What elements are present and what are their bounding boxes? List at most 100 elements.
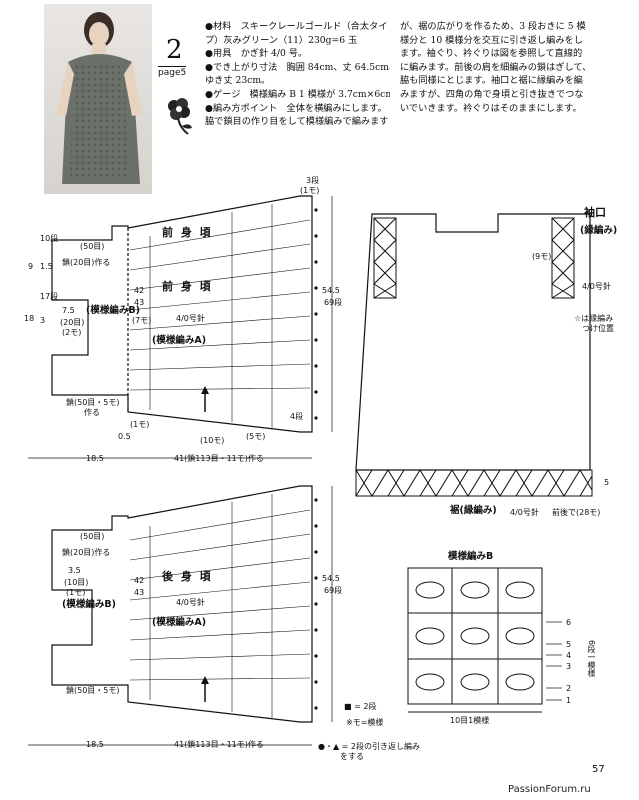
front-dim-42: 42: [134, 286, 145, 295]
legend-triangle: ●・▲ = 2段の引き返し編み: [318, 742, 421, 751]
back-dim-43: 43: [134, 588, 145, 597]
model-photo: [44, 4, 152, 194]
chart-arrows: [546, 621, 562, 701]
chart-row-6: 6: [566, 618, 572, 627]
sleeve-star-note: ☆は縁編み: [574, 314, 614, 323]
instruction-line: ●編み方ポイント 全体を横編みにします。: [205, 102, 387, 114]
instructions-left: ●材料 スキークレールゴールド（合太タイ プ）灰みグリーン（11）230g=6 …: [205, 20, 390, 129]
front-dim-69: 69段: [324, 298, 343, 307]
chart-row-3: 3: [566, 662, 572, 671]
sleeve-needle: 4/0号針: [582, 282, 611, 291]
front-dim-1mo: (1モ): [130, 420, 150, 429]
front-chain-20: 鎖(20目)作る: [62, 258, 111, 267]
hem-title: 裾(縁編み): [450, 505, 497, 516]
sleeve-subtitle: (縁編み): [580, 225, 618, 236]
instruction-line: ●材料 スキークレールゴールド（合太タイ: [205, 21, 388, 32]
chart-bottom-label: 10目1模様: [450, 716, 490, 725]
front-panel-name-2: 前 身 頃: [162, 280, 213, 293]
garment-side-outline: [355, 213, 591, 471]
pattern-number: 2: [166, 35, 183, 65]
sleeve-rows: (9モ): [532, 252, 552, 261]
front-dim-50me: (50目): [80, 242, 105, 251]
front-dim-5mo: (5モ): [246, 432, 266, 441]
direction-arrow-head: [201, 676, 209, 684]
hem-needle: 4/0号針: [510, 508, 539, 517]
instruction-line: が、裾の広がりを作るため、3 段おきに 5 模: [400, 21, 586, 32]
instruction-line: ゆき丈 23cm。: [205, 75, 271, 87]
flower-icon: [160, 92, 196, 140]
page-reference: page5: [158, 66, 187, 78]
sleeve-star-note-2: つけ位置: [582, 324, 614, 333]
front-chain-make: 作る: [84, 408, 100, 417]
instruction-line: みますが、四角の角で身頃と引き抜きでつな: [400, 88, 584, 100]
instruction-line: いでいきます。衿ぐりはそのままにします。: [400, 102, 582, 114]
back-chain-bottom: 鎖(50目・5モ): [66, 686, 120, 695]
front-dim-4: 4段: [290, 412, 304, 421]
front-panel-outline: [51, 195, 313, 433]
page-number: 57: [592, 764, 605, 775]
back-needle-label: 4/0号針: [176, 598, 205, 607]
front-dim-18-5: 18.5: [86, 454, 104, 463]
front-needle-label: 4/0号針: [176, 314, 205, 323]
dimension-lines: [28, 196, 333, 746]
instruction-line: プ）灰みグリーン（11）230g=6 玉: [205, 34, 358, 46]
front-dim-10mo: (10モ): [200, 436, 225, 445]
instruction-line: ●ゲージ 模様編み B 1 模様が 3.7cm×6cm。: [205, 88, 390, 100]
hem-edging: [355, 469, 593, 497]
front-dim-41: 41(鎖113目・11モ)作る: [174, 454, 264, 463]
legend-square: ■ = 2段: [344, 702, 377, 711]
hem-total: 前後で(28モ): [552, 508, 601, 517]
chart-title: 模様編みB: [448, 551, 494, 562]
back-dim-18-5: 18.5: [86, 740, 104, 749]
front-dim-3: 3: [40, 316, 46, 325]
chart-side-label: 6段一模様: [587, 640, 596, 678]
sleeve-title: 袖口: [584, 206, 606, 219]
front-top-rows: 3段: [306, 176, 320, 185]
front-dim-7mo: (7モ): [132, 316, 152, 325]
sleeve-edging-left: [373, 217, 397, 299]
instruction-line: 様分と 10 模様分を交互に引き返し編みをし: [400, 34, 583, 46]
chart-row-4: 4: [566, 651, 572, 660]
front-pattern-b-label: (模様編みB): [86, 305, 140, 316]
instruction-line: に編みます。前後の肩を細編みの鎖はぎして、: [400, 61, 592, 73]
back-dim-42: 42: [134, 576, 145, 585]
back-dim-3-5: 3.5: [68, 566, 81, 575]
front-dim-1-5: 1.5: [40, 262, 53, 271]
back-dim-10me: (10目): [64, 578, 89, 587]
back-pattern-b-label: (模様編みB): [62, 599, 116, 610]
front-panel-title: 前 身 頃: [162, 226, 213, 239]
front-panel-lines: [129, 204, 311, 428]
instruction-line: 脇も同様にとじます。袖口と裾に縁編みを編: [400, 75, 583, 87]
back-panel-outline: [51, 485, 313, 723]
front-dim-9: 9: [28, 262, 34, 271]
front-dim-7-5: 7.5: [62, 306, 75, 315]
back-dim-54-5: 54.5: [322, 574, 340, 583]
direction-arrow-head: [201, 386, 209, 394]
back-dim-50me: (50目): [80, 532, 105, 541]
back-dim-1mo: (1モ): [66, 588, 86, 597]
chart-row-2: 2: [566, 684, 572, 693]
legend-square-note: ※モ=模様: [346, 718, 384, 727]
instruction-line: 脇で鎖目の作り目をして模様編みで編みます: [205, 116, 389, 128]
instructions-right: が、裾の広がりを作るため、3 段おきに 5 模 様分と 10 模様分を交互に引き…: [400, 20, 632, 115]
hem-dim-5: 5: [604, 478, 610, 487]
front-chain-bottom: 鎖(50目・5モ): [66, 398, 120, 407]
front-dim-17: 17段: [40, 292, 59, 301]
instruction-line: ●用具 かぎ針 4/0 号。: [205, 48, 308, 60]
front-pattern-a-label: (模様編みA): [152, 335, 207, 346]
instruction-line: ●でき上がり寸法 胸囲 84cm、丈 64.5cm、: [205, 61, 390, 73]
front-top-mo: (1モ): [300, 186, 320, 195]
legend-triangle-2: をする: [340, 752, 364, 761]
back-chain-20: 鎖(20目)作る: [62, 548, 111, 557]
row-markers: [314, 208, 318, 710]
front-dim-10dan: 10段: [40, 234, 59, 243]
front-dim-18: 18: [24, 314, 35, 323]
front-dim-43: 43: [134, 298, 145, 307]
back-pattern-a-label: (模様編みA): [152, 617, 207, 628]
front-dim-20me: (20目): [60, 318, 85, 327]
chart-row-5: 5: [566, 640, 572, 649]
front-dim-54-5: 54.5: [322, 286, 340, 295]
watermark: PassionForum.ru: [508, 784, 591, 795]
crochet-chart: [407, 567, 543, 713]
